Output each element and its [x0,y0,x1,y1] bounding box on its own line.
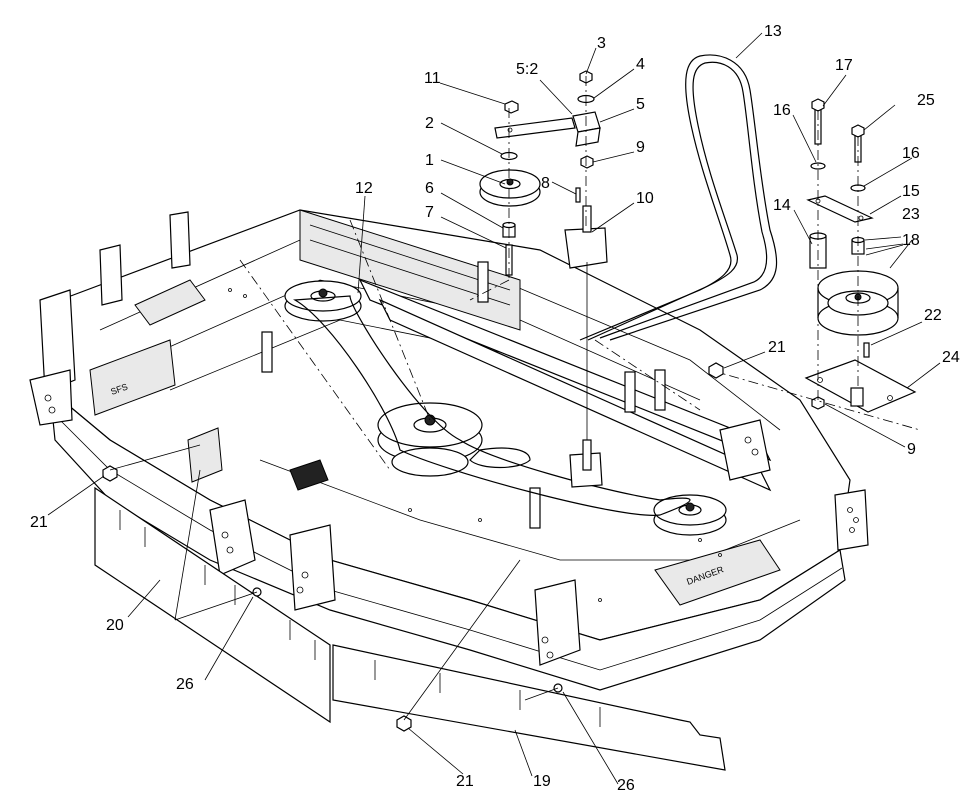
callout-2: 2 [425,115,434,132]
callout-7: 7 [425,204,434,221]
deck-belt [292,295,691,516]
callout-15: 15 [902,183,920,200]
callout-9-right: 9 [907,441,916,458]
callout-22: 22 [924,307,942,324]
callout-8: 8 [541,175,550,192]
callout-5: 5 [636,96,645,113]
idler-arm-assembly [469,70,608,488]
baffle-right [332,644,726,771]
callout-20: 20 [106,617,124,634]
nut-21-right [708,362,724,379]
callout-1: 1 [425,152,434,169]
callout-23: 23 [902,206,920,223]
callout-17: 17 [835,57,853,74]
callout-10: 10 [636,190,654,207]
callout-24: 24 [942,349,960,366]
callout-16-left: 16 [773,102,791,119]
callout-4: 4 [636,56,645,73]
callout-labels: 1 2 3 4 5 5:2 6 7 8 9 9 10 11 12 13 14 1… [30,23,960,794]
right-idler-assembly [804,98,917,413]
callout-18: 18 [902,232,920,249]
drive-belt [579,54,778,341]
callout-26-left: 26 [176,676,194,693]
baffle-left [94,486,331,724]
callout-9-top: 9 [636,139,645,156]
callout-21-left: 21 [30,514,48,531]
left-spindle-pulley [284,280,362,322]
callout-25: 25 [917,92,935,109]
leader-lines [47,32,941,785]
center-spindle-pulley [377,402,483,477]
callout-5-2: 5:2 [516,61,538,78]
callout-12: 12 [355,180,373,197]
callout-11: 11 [424,70,441,87]
callout-6: 6 [425,180,434,197]
right-spindle-pulley [653,494,727,536]
callout-21-right: 21 [768,339,786,356]
callout-19: 19 [533,773,551,790]
callout-14: 14 [773,197,791,214]
callout-26-right: 26 [617,777,635,794]
callout-3: 3 [597,35,606,52]
callout-16-right: 16 [902,145,920,162]
nut-21-bottom [396,715,412,732]
callout-13: 13 [764,23,782,40]
callout-21-bottom: 21 [456,773,474,790]
